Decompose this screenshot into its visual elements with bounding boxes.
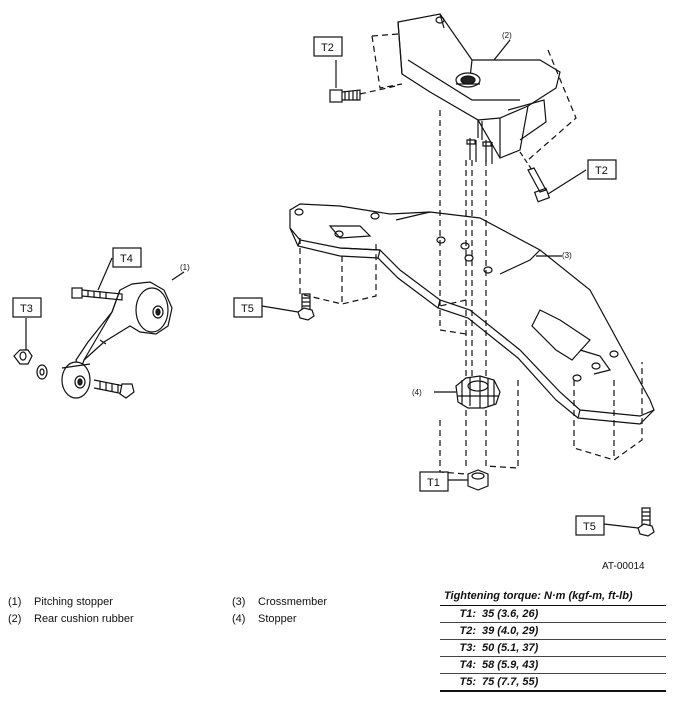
tag-box-t5-left: [233, 297, 263, 318]
torque-key: T1:: [459, 608, 477, 620]
torque-value: 75 (7.7, 55): [482, 676, 539, 688]
bolt-t2-left: [329, 60, 397, 103]
bolt-t4: [71, 257, 123, 301]
figure-code: AT-00014: [602, 561, 645, 572]
tag-t1: T1: [427, 477, 440, 489]
legend-label: Rear cushion rubber: [34, 613, 134, 625]
torque-row: T5: 75 (7.7, 55): [440, 674, 666, 692]
tag-box-t2-right: [587, 159, 617, 180]
bolt-t5-right: [603, 507, 655, 537]
tag-t3: T3: [20, 303, 33, 315]
torque-row: T3: 50 (5.1, 37): [440, 640, 666, 657]
tag-box-t3: [12, 297, 42, 318]
legend-col-1: (1) Pitching stopper (2) Rear cushion rubb…: [8, 594, 134, 628]
tag-t5-left: T5: [241, 303, 254, 315]
nut-t1: [448, 469, 489, 491]
torque-table: Tightening torque: N·m (kgf-m, ft-lb) T1…: [440, 589, 666, 692]
legend-item: (1) Pitching stopper: [8, 594, 134, 611]
legend-item: (4) Stopper: [232, 611, 327, 628]
washer: [36, 364, 48, 380]
tag-box-t4: [112, 247, 142, 268]
legend-label: Stopper: [258, 613, 297, 625]
torque-key: T3:: [459, 642, 477, 654]
tag-t2-left: T2: [321, 42, 334, 54]
torque-row: T2: 39 (4.0, 29): [440, 623, 666, 640]
nut-t3: [13, 318, 33, 365]
tag-t2-right: T2: [595, 165, 608, 177]
tag-box-t5-right: [575, 515, 605, 536]
legend-label: Pitching stopper: [34, 596, 113, 608]
tag-box-t1: [419, 471, 449, 492]
legend-item: (2) Rear cushion rubber: [8, 611, 134, 628]
pitching-stopper: [61, 271, 185, 399]
bolt-bottom: [93, 379, 135, 399]
torque-key: T2:: [459, 625, 477, 637]
bolt-t5-left: [261, 293, 315, 321]
torque-key: T5:: [459, 676, 477, 688]
legend-num: (3): [232, 596, 246, 608]
rear-cushion-rubber: [371, 13, 577, 164]
torque-value: 58 (5.9, 43): [482, 659, 539, 671]
torque-key: T4:: [459, 659, 477, 671]
legend-col-2: (3) Crossmember (4) Stopper: [232, 594, 327, 628]
torque-table-title: Tightening torque: N·m (kgf-m, ft-lb): [440, 589, 666, 606]
legend-num: (1): [8, 596, 22, 608]
callout-4: (4): [412, 388, 422, 397]
callout-2: (2): [502, 31, 512, 40]
torque-row: T4: 58 (5.9, 43): [440, 657, 666, 674]
legend-item: (3) Crossmember: [232, 594, 327, 611]
torque-value: 50 (5.1, 37): [482, 642, 539, 654]
bolt-t2-right: [519, 151, 587, 203]
tag-box-t2-left: [313, 36, 343, 57]
tag-t4: T4: [120, 253, 133, 265]
torque-value: 39 (4.0, 29): [482, 625, 539, 637]
tag-t5-right: T5: [583, 521, 596, 533]
legend-num: (4): [232, 613, 246, 625]
callout-1: (1): [180, 263, 190, 272]
stopper: [434, 375, 501, 409]
torque-row: T1: 35 (3.6, 26): [440, 606, 666, 623]
legend-num: (2): [8, 613, 22, 625]
callout-3: (3): [562, 251, 572, 260]
torque-value: 35 (3.6, 26): [482, 608, 539, 620]
legend-label: Crossmember: [258, 596, 328, 608]
